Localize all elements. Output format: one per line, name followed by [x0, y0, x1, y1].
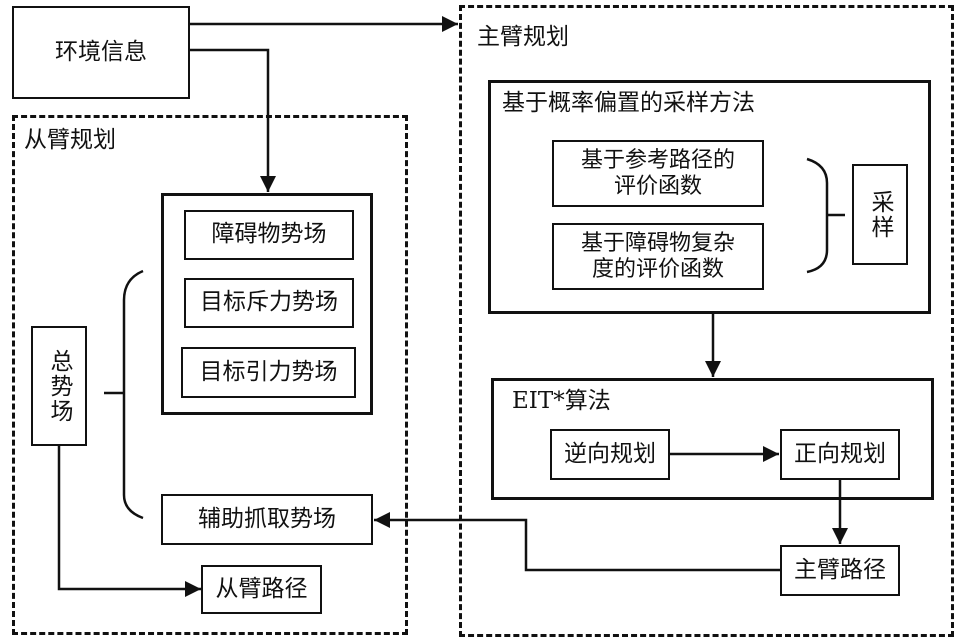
master-path-box: 主臂路径	[780, 545, 900, 596]
eval-reference-path-line2: 评价函数	[613, 173, 702, 199]
eval-reference-path-box: 基于参考路径的 评价函数	[552, 140, 764, 207]
total-field-label: 总势场	[46, 348, 72, 424]
forward-planning-label: 正向规划	[794, 440, 886, 467]
slave-path-label: 从臂路径	[215, 575, 308, 602]
eval-obstacle-complexity-line2: 度的评价函数	[591, 256, 724, 282]
target-repulsive-field-label: 目标斥力势场	[200, 289, 338, 316]
eval-reference-path-line1: 基于参考路径的	[580, 148, 735, 174]
brace-fields	[122, 269, 144, 520]
target-repulsive-field-box: 目标斥力势场	[184, 278, 354, 328]
eval-obstacle-complexity-box: 基于障碍物复杂 度的评价函数	[552, 223, 764, 290]
aux-grasp-field-box: 辅助抓取势场	[161, 494, 373, 545]
master-path-label: 主臂路径	[794, 556, 886, 583]
aux-grasp-field-label: 辅助抓取势场	[198, 505, 336, 532]
sampling-method-box	[488, 80, 931, 314]
slave-path-box: 从臂路径	[201, 565, 322, 614]
arrow-master-path-to-aux-field	[374, 512, 781, 572]
forward-planning-box: 正向规划	[780, 429, 900, 480]
slave-arm-group	[12, 115, 408, 635]
sampling-box: 采样	[852, 164, 908, 265]
master-arm-group	[459, 5, 954, 637]
target-attractive-field-label: 目标引力势场	[199, 358, 338, 385]
env-info-box: 环境信息	[12, 6, 190, 99]
reverse-planning-box: 逆向规划	[550, 429, 670, 480]
total-field-box: 总势场	[31, 326, 87, 446]
target-attractive-field-box: 目标引力势场	[181, 347, 356, 398]
arrow-total-field-to-slave-path	[57, 445, 201, 597]
sampling-method-title: 基于概率偏置的采样方法	[502, 90, 755, 116]
sampling-label: 采样	[867, 189, 893, 240]
obstacle-field-label: 障碍物势场	[211, 221, 327, 248]
master-arm-title: 主臂规划	[477, 24, 569, 50]
eit-algorithm-title: EIT*算法	[512, 388, 611, 414]
slave-arm-title: 从臂规划	[24, 127, 116, 153]
eval-obstacle-complexity-line1: 基于障碍物复杂	[580, 231, 735, 257]
obstacle-field-box: 障碍物势场	[184, 210, 354, 260]
reverse-planning-label: 逆向规划	[564, 440, 656, 467]
brace-eval	[806, 157, 829, 274]
env-info-label: 环境信息	[55, 38, 147, 65]
eit-algorithm-box	[491, 378, 934, 500]
arrow-env-to-fields	[189, 48, 276, 192]
